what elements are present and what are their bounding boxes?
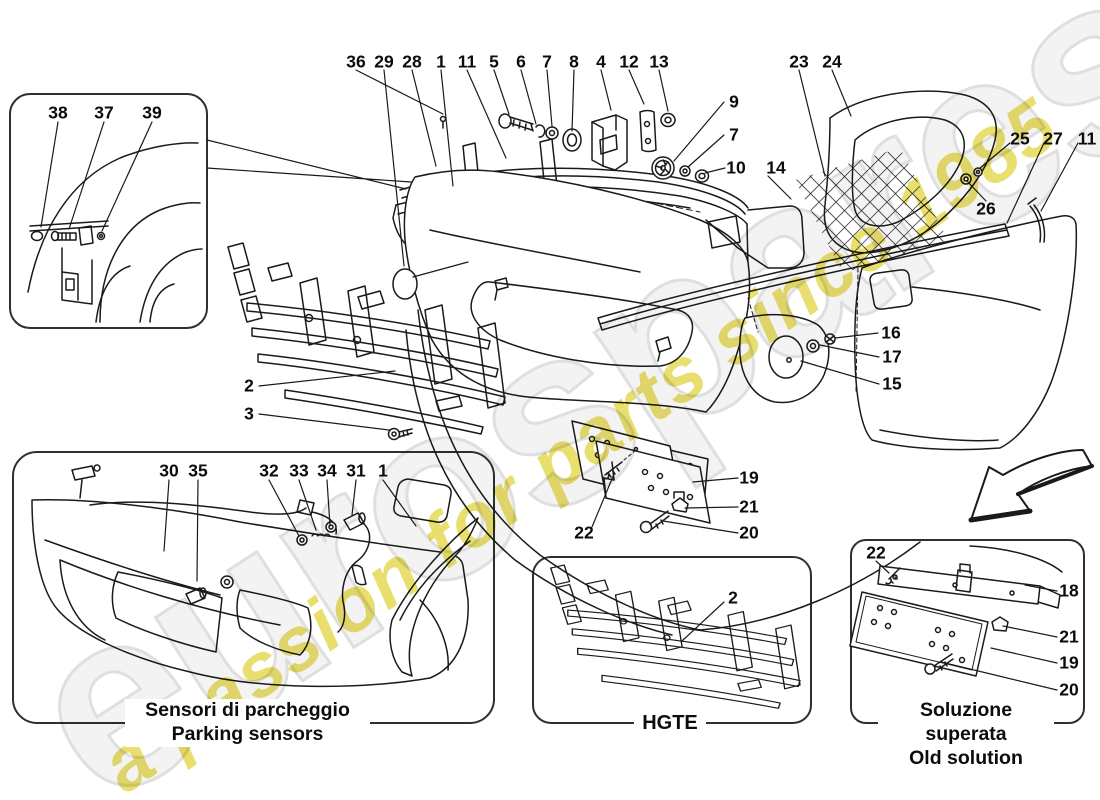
callout-2: 2 (244, 375, 254, 396)
callout-3: 3 (244, 403, 254, 424)
callout-33: 33 (289, 460, 309, 481)
callout-21: 21 (739, 496, 759, 517)
callout-12: 12 (619, 51, 639, 72)
callout-22: 22 (574, 522, 594, 543)
callout-38: 38 (48, 102, 68, 123)
callout-11: 11 (457, 51, 477, 72)
callout-23: 23 (789, 51, 809, 72)
mesh-grille-drawing (795, 90, 997, 273)
callout-29: 29 (374, 51, 394, 72)
callout-19: 19 (739, 467, 759, 488)
callout-18: 18 (1059, 580, 1079, 601)
callout-22: 22 (866, 542, 886, 563)
caption-old-italian: Soluzione superata (919, 699, 1013, 745)
callout-11: 11 (1077, 128, 1097, 149)
callout-25: 25 (1010, 128, 1030, 149)
callout-14: 14 (766, 157, 786, 178)
caption-parking-english: Parking sensors (171, 722, 324, 745)
callout-28: 28 (402, 51, 422, 72)
callout-7: 7 (542, 51, 552, 72)
callout-39: 39 (142, 102, 162, 123)
callout-20: 20 (739, 522, 759, 543)
grille-screw-drawing (387, 427, 413, 441)
fasteners-row-drawing (498, 109, 710, 213)
callout-5: 5 (489, 51, 499, 72)
callout-2: 2 (728, 587, 738, 608)
callout-24: 24 (822, 51, 842, 72)
callout-13: 13 (649, 51, 669, 72)
direction-arrow-drawing (968, 449, 1094, 523)
caption-hgte-label: HGTE (642, 712, 698, 734)
callout-4: 4 (596, 51, 606, 72)
side-bumper-drawing (597, 167, 1078, 451)
callout-16: 16 (881, 322, 901, 343)
caption-parking-sensors: Sensori di parcheggio Parking sensors (125, 699, 370, 747)
callout-32: 32 (259, 460, 279, 481)
callout-7: 7 (729, 124, 739, 145)
caption-hgte: HGTE (634, 711, 706, 736)
callout-15: 15 (882, 373, 902, 394)
callout-1: 1 (436, 51, 446, 72)
callout-17: 17 (882, 346, 902, 367)
caption-parking-italian: Sensori di parcheggio (145, 699, 350, 721)
callout-10: 10 (726, 157, 746, 178)
callout-26: 26 (976, 198, 996, 219)
old-solution-drawing (849, 545, 1063, 677)
callout-27: 27 (1043, 128, 1063, 149)
callout-21: 21 (1059, 626, 1079, 647)
callout-31: 31 (346, 460, 366, 481)
callout-9: 9 (729, 91, 739, 112)
plate-bracket-drawing (571, 420, 711, 534)
body-corner-detail-drawing (27, 142, 203, 323)
parking-bumper-drawing (31, 464, 479, 688)
caption-old-english: Old solution (909, 746, 1023, 769)
inset-box-body-detail (9, 93, 208, 329)
callout-30: 30 (159, 460, 179, 481)
leader-lines (40, 69, 1079, 691)
callout-35: 35 (188, 460, 208, 481)
callout-36: 36 (346, 51, 366, 72)
main-bumper-drawing (392, 169, 921, 636)
callout-34: 34 (317, 460, 337, 481)
callout-8: 8 (569, 51, 579, 72)
hgte-grille-drawing (550, 564, 801, 709)
callout-19: 19 (1059, 652, 1079, 673)
callout-37: 37 (94, 102, 114, 123)
callout-20: 20 (1059, 679, 1079, 700)
callout-6: 6 (516, 51, 526, 72)
caption-old-solution: Soluzione superata Old solution (878, 699, 1054, 771)
callout-1: 1 (378, 460, 388, 481)
